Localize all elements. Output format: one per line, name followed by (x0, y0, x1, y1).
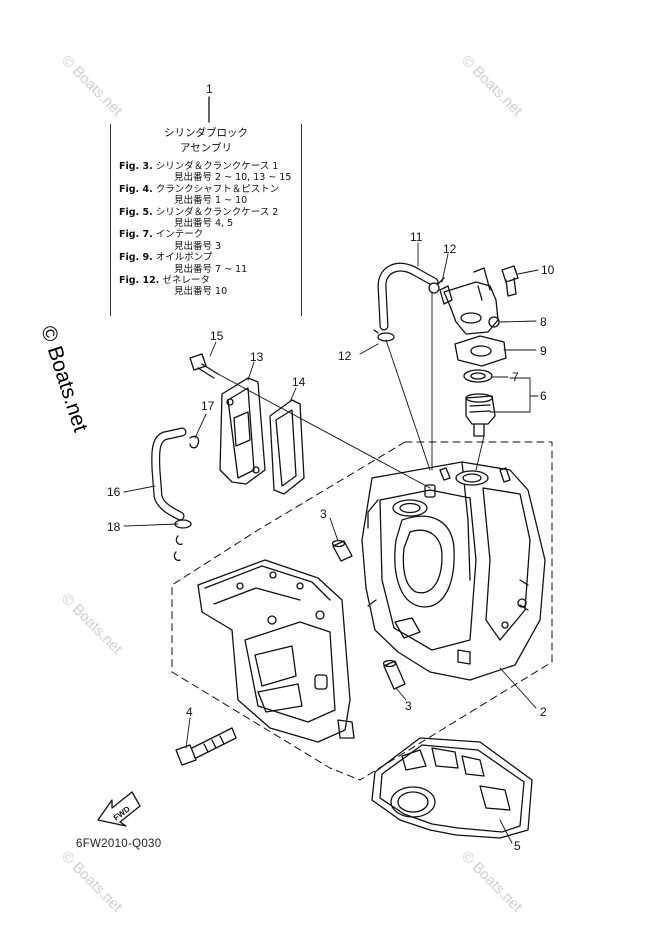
note-ref-sub: 見出番号 4, 5 (174, 218, 234, 230)
bolt (175, 727, 237, 766)
callout-12: 12 (443, 242, 457, 256)
callout-16: 16 (107, 485, 121, 499)
cylinder-block (361, 461, 546, 681)
bolt (501, 265, 519, 297)
note-ref-sub: 見出番号 2 ~ 10, 13 ~ 15 (174, 172, 292, 184)
callout-13: 13 (250, 350, 264, 364)
callout-1: 1 (206, 82, 213, 96)
note-title: シリンダブロック アセンブリ (110, 126, 302, 156)
callout-9: 9 (540, 344, 547, 358)
note-ref-fig: Fig. 7. インテーク (119, 229, 204, 241)
callout-2: 2 (540, 705, 547, 719)
thermostat (465, 393, 496, 437)
dowel-pin (331, 539, 353, 562)
callout-10: 10 (541, 263, 555, 277)
bolt (189, 353, 219, 379)
callout-17: 17 (201, 399, 215, 413)
dowel-pin (382, 659, 406, 690)
callout-11: 11 (410, 230, 423, 244)
crankcase (197, 559, 355, 743)
note-ref-sub: 見出番号 10 (174, 286, 228, 298)
side-cover (219, 377, 266, 485)
callout-6: 6 (540, 389, 547, 403)
hose-clip (173, 519, 192, 562)
cover-gasket-side (269, 399, 305, 495)
fwd-arrow-icon: FWD (97, 791, 141, 827)
callout-labels: 2 3 3 4 5 6 7 8 9 10 11 12 12 13 14 15 1… (107, 230, 555, 853)
note-title-line2: アセンブリ (180, 142, 232, 154)
note-ref-sub: 見出番号 1 ~ 10 (174, 195, 248, 207)
note-bracket-right (300, 124, 302, 316)
note-ref-list: Fig. 3. シリンダ＆クランクケース 1 見出番号 2 ~ 10, 13 ~… (119, 161, 302, 298)
callout-15: 15 (210, 329, 224, 343)
callout-14: 14 (292, 375, 306, 389)
callout-3: 3 (320, 507, 327, 521)
callout-7: 7 (512, 370, 519, 384)
callout-12: 12 (338, 349, 352, 363)
callout-5: 5 (514, 839, 521, 853)
reference-note: シリンダブロック アセンブリ Fig. 3. シリンダ＆クランクケース 1 見出… (110, 118, 302, 320)
callout-4: 4 (186, 705, 193, 719)
assembly-outline (171, 441, 553, 781)
hose-clip (373, 329, 395, 342)
callout-8: 8 (540, 315, 547, 329)
gasket (371, 737, 533, 839)
seal-ring (463, 369, 493, 383)
note-ref-sub: 見出番号 7 ~ 11 (174, 263, 248, 275)
note-ref-sub: 見出番号 3 (174, 240, 222, 252)
note-ref-fig: Fig. 5. シリンダ＆クランクケース 2 (119, 206, 279, 218)
thermostat-cover (439, 267, 500, 335)
water-hose (377, 262, 439, 331)
hose-clip (189, 435, 200, 449)
note-title-line1: シリンダブロック (164, 127, 248, 139)
note-bracket-left (110, 124, 112, 316)
diagram-code: 6FW2010-Q030 (76, 838, 162, 850)
note-ref-fig: Fig. 9. オイルポンプ (119, 252, 213, 264)
leader-lines (123, 242, 539, 844)
cover-gasket (454, 335, 507, 367)
note-ref-fig: Fig. 3. シリンダ＆クランクケース 1 (119, 161, 279, 172)
callout-3: 3 (405, 699, 412, 713)
callout-18: 18 (107, 520, 121, 534)
note-ref-fig: Fig. 4. クランクシャフト＆ピストン (119, 183, 280, 195)
alignment-lines (217, 291, 485, 489)
drain-hose (151, 427, 187, 521)
note-ref-fig: Fig. 12. ゼネレータ (119, 275, 210, 287)
